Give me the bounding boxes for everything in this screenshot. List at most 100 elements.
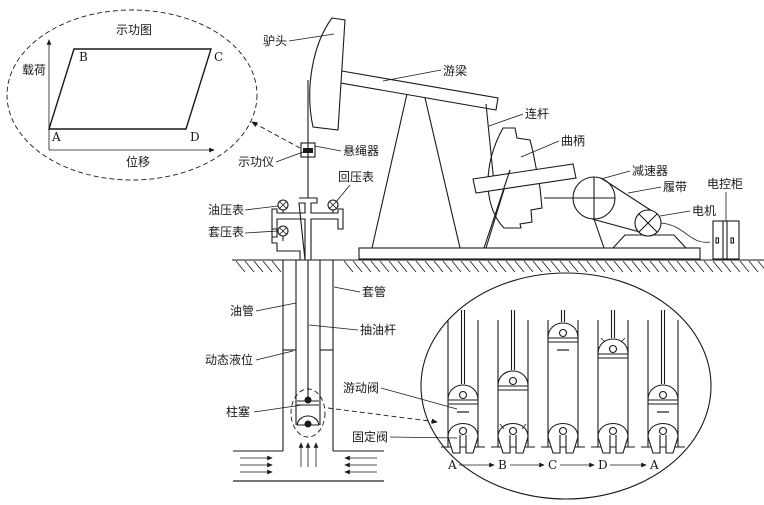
ground-hatch-line (685, 260, 696, 273)
ground-hatch-line (694, 260, 705, 273)
leader-belt (627, 186, 662, 194)
leader-connecting-rod (488, 113, 524, 127)
label-tubing: 油管 (230, 303, 254, 318)
plunger-barrel (296, 415, 320, 426)
stage-label-c: C (548, 458, 557, 472)
dynamometer-pointer-arrow (251, 121, 301, 149)
leader-motor (659, 210, 691, 217)
ground-hatch-line (622, 260, 633, 273)
traveling-valve-ball (558, 328, 568, 338)
pump-cycle-detail: A B C D A (420, 272, 712, 500)
indicator-parallelogram (48, 48, 212, 130)
label-back-pressure-gauge: 回压表 (338, 170, 374, 184)
ground-hatch-line (469, 260, 480, 273)
ground-hatch-line (460, 260, 471, 273)
label-sucker-rod: 抽油杆 (360, 323, 396, 337)
plunger-highlight (290, 388, 326, 438)
labels: 驴头 游梁 连杆 曲柄 减速器 履带 电机 电控柜 悬绳器 示功仪 回压表 油压… (205, 33, 743, 444)
leader-crank (520, 140, 560, 158)
ground-hatch-line (757, 260, 764, 269)
ground-hatch-line (271, 260, 282, 273)
ground-hatch-line (406, 260, 417, 273)
point-a-label: A (51, 130, 61, 144)
ground-hatch-line (631, 260, 642, 273)
point-b-label: B (79, 50, 88, 64)
standing-valve-ball (558, 426, 568, 436)
leader-horse-head (288, 33, 335, 42)
label-standing-valve: 固定阀 (352, 429, 388, 444)
ground-hatch-line (361, 260, 372, 273)
stage-label-a1: A (447, 458, 457, 472)
pump-stage-a (641, 310, 685, 454)
ground-hatch-line (262, 260, 273, 273)
ground-hatch-line (667, 260, 678, 273)
ground-hatch-line (721, 260, 732, 273)
x-axis-label: 位移 (126, 154, 150, 169)
ground-hatch-line (559, 260, 570, 273)
traveling-valve-ball (608, 344, 618, 354)
point-c-label: C (214, 50, 223, 64)
wellbore (233, 260, 438, 482)
standing-valve-body (597, 423, 629, 454)
leader-standing-valve (389, 436, 458, 439)
label-connecting-rod: 连杆 (525, 106, 549, 121)
ground-hatch-line (352, 260, 363, 273)
label-plunger: 柱塞 (226, 404, 250, 419)
crank-arm (472, 163, 577, 194)
pump-stage-d (591, 310, 635, 454)
ground-hatch-line (595, 260, 606, 273)
stage-label-a2: A (649, 458, 659, 472)
ground-hatch-line (253, 260, 264, 273)
samson-post (371, 84, 461, 249)
belt-lower (591, 218, 641, 233)
ground-hatch-line (505, 260, 516, 273)
standing-valve-body (447, 423, 479, 454)
pump-stage-a (441, 310, 485, 454)
ground-hatch-line (523, 260, 534, 273)
valve-open-arrow (521, 423, 527, 430)
label-dynamometer: 示功仪 (238, 155, 274, 169)
ground-hatch-line (487, 260, 498, 273)
indicator-card-title: 示功图 (116, 23, 152, 37)
label-horse-head: 驴头 (263, 33, 287, 48)
motor-base (611, 234, 688, 249)
leader-reducer (600, 170, 631, 180)
label-oil-pressure-gauge: 油压表 (208, 203, 244, 217)
leader-sucker-rod (308, 324, 359, 331)
pump-stages (441, 310, 685, 454)
plunger-zoom-arrow (327, 407, 438, 424)
ground (232, 259, 764, 273)
label-casing: 套管 (362, 284, 386, 299)
wellhead (271, 80, 344, 261)
ground-hatch-line (577, 260, 588, 273)
label-belt: 履带 (663, 180, 687, 194)
ground-hatch-line (397, 260, 408, 273)
label-motor: 电机 (692, 204, 716, 218)
ground-hatch-line (739, 260, 750, 273)
ground-hatch-line (730, 260, 741, 273)
label-polished-rod-clamp: 悬绳器 (343, 144, 379, 158)
label-walking-beam: 游梁 (443, 63, 467, 78)
ground-hatch-line (550, 260, 561, 273)
crank-support (483, 169, 511, 249)
pump-stage-b (491, 310, 535, 454)
y-axis-label: 载荷 (22, 63, 46, 77)
ground-hatch-line (478, 260, 489, 273)
leader-casing (333, 286, 361, 293)
ground-hatch-line (676, 260, 687, 273)
pump-stage-c (541, 310, 585, 454)
leader-dynamometer (275, 151, 304, 163)
pump-cycle-outline (420, 272, 712, 500)
motor-cable (660, 222, 711, 243)
label-crank: 曲柄 (561, 134, 585, 148)
label-control-cabinet: 电控柜 (707, 177, 743, 191)
label-dynamic-fluid-level: 动态液位 (205, 352, 253, 367)
ground-hatch-line (235, 260, 246, 273)
ground-hatch-line (424, 260, 435, 273)
leader-polished-rod-clamp (314, 145, 342, 152)
connecting-rod (485, 103, 495, 184)
cabinet-handle-2 (730, 237, 735, 244)
ground-hatch-line (370, 260, 381, 273)
traveling-valve-ball (658, 390, 668, 400)
